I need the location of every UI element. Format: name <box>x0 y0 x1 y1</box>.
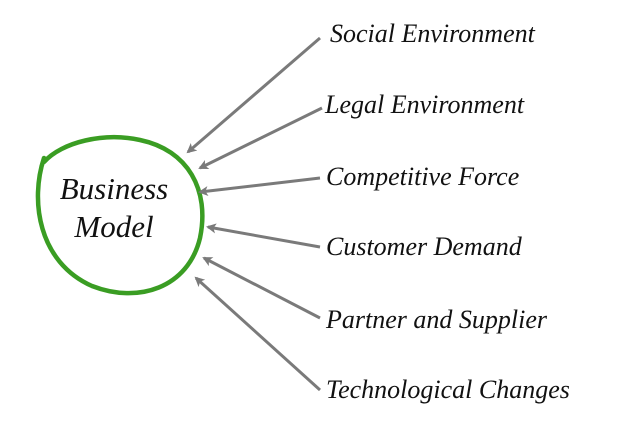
center-label-line2: Model <box>74 209 154 244</box>
factor-partner-and-supplier: Partner and Supplier <box>326 305 547 334</box>
center-label-line1: Business <box>59 171 169 206</box>
center-label: Business Model <box>28 170 200 246</box>
arrow-competitive-force <box>198 176 321 197</box>
factor-competitive-force: Competitive Force <box>326 162 520 191</box>
factor-technological-changes: Technological Changes <box>326 375 570 404</box>
arrow-legal-environment <box>198 106 323 170</box>
arrow-technological-changes <box>194 276 322 392</box>
center-circle <box>35 135 205 296</box>
arrow-social-environment <box>186 36 321 154</box>
arrow-customer-demand <box>206 223 321 249</box>
factor-legal-environment: Legal Environment <box>325 90 525 119</box>
factor-customer-demand: Customer Demand <box>326 232 522 261</box>
arrow-partner-and-supplier <box>202 256 321 320</box>
factor-social-environment: Social Environment <box>330 19 535 48</box>
